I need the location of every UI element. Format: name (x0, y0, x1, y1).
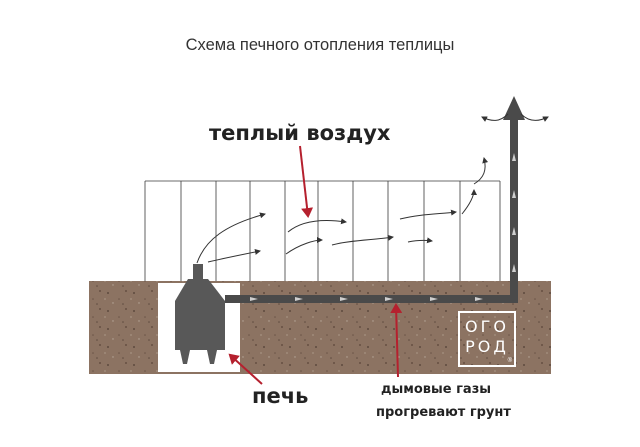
greenhouse-frame (144, 180, 501, 281)
flue-gases-label-line1: дымовые газы (381, 382, 492, 397)
stove-label: печь (252, 384, 309, 408)
flue-gases-label-line2: прогревают грунт (376, 405, 511, 420)
pipe-flow-arrows (250, 153, 516, 301)
logo-text-line2: РОД (465, 337, 509, 356)
smoke-arrows (481, 113, 549, 122)
flue-pipe (225, 96, 525, 303)
logo-text-line1: ОГО (465, 317, 509, 336)
stove (175, 264, 225, 364)
pointer-arrows (228, 145, 403, 385)
warm-air-label: теплый воздух (209, 121, 391, 145)
diagram-title: Схема печного отопления теплицы (185, 36, 455, 54)
ogorod-logo: ОГО РОД ® (458, 311, 516, 367)
warm-air-arrows (196, 157, 489, 264)
registered-mark: ® (507, 358, 512, 364)
